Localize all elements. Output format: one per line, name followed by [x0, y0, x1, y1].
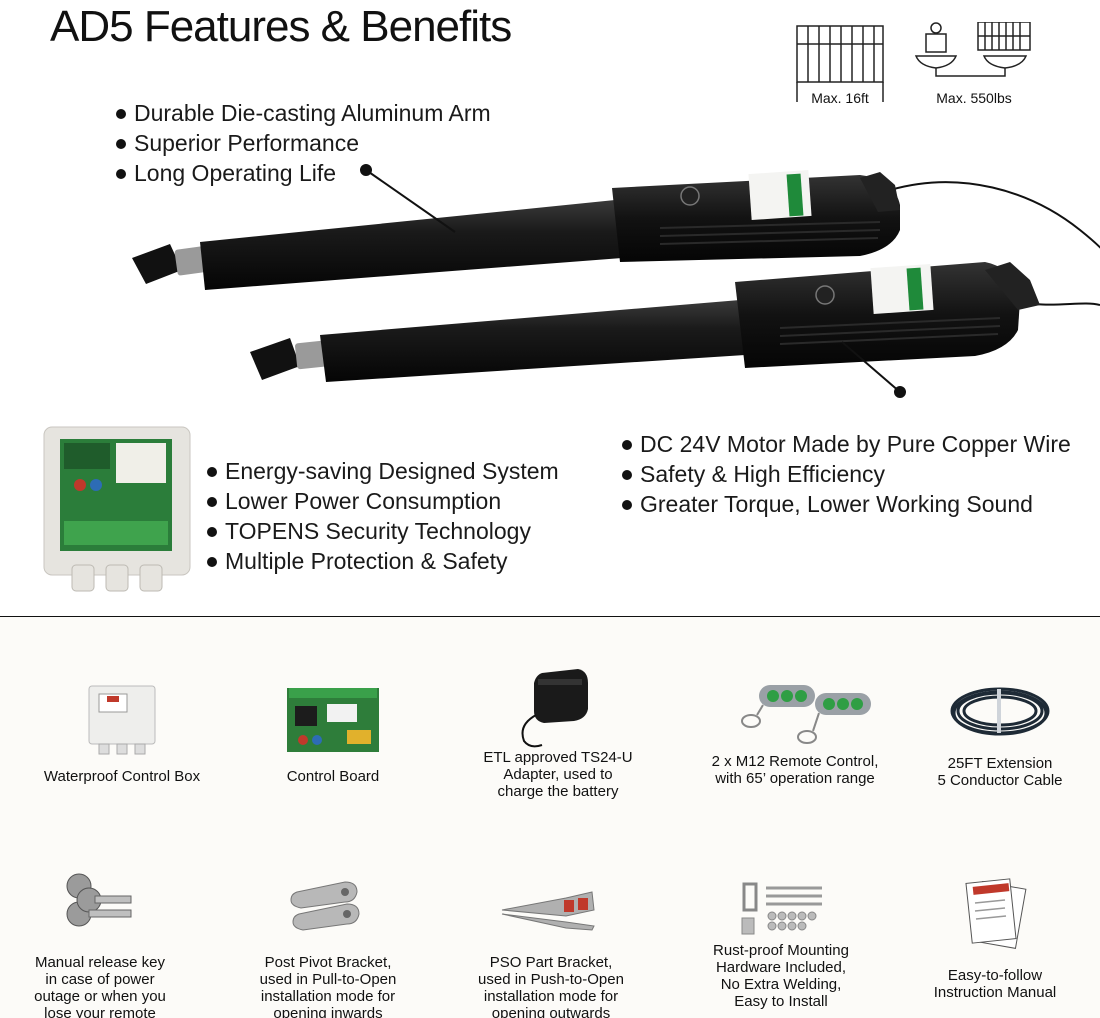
- item-caption: Rust-proof Mounting Hardware Included, N…: [713, 942, 849, 1010]
- arm-feature-list: Durable Die-casting Aluminum Arm Superio…: [114, 98, 491, 188]
- list-item: 2 x M12 Remote Control, with 65’ operati…: [690, 675, 900, 787]
- spec-max-length: Max. 16ft: [785, 22, 895, 106]
- item-caption: 2 x M12 Remote Control, with 65’ operati…: [711, 753, 879, 787]
- spec-weight-label: Max. 550lbs: [936, 90, 1012, 106]
- list-item: Long Operating Life: [114, 158, 491, 188]
- control-box-feature-list: Energy-saving Designed System Lower Powe…: [205, 456, 559, 576]
- list-item: Control Board: [228, 682, 438, 785]
- cable-coil-icon: [950, 687, 1050, 736]
- list-item: Manual release key in case of power outa…: [0, 870, 205, 1018]
- list-item: Rust-proof Mounting Hardware Included, N…: [676, 870, 886, 1010]
- pso-bracket-icon: [501, 891, 595, 931]
- list-item: Multiple Protection & Safety: [205, 546, 559, 576]
- spec-max-weight: Max. 550lbs: [914, 21, 1034, 106]
- list-item: Post Pivot Bracket, used in Pull-to-Open…: [223, 870, 433, 1018]
- package-contents: Waterproof Control Box Control Board ETL…: [0, 617, 1100, 1018]
- control-box-icon: [88, 685, 156, 755]
- control-board-icon: [287, 688, 379, 752]
- item-caption: Waterproof Control Box: [43, 768, 201, 785]
- spec-length-label: Max. 16ft: [811, 90, 869, 106]
- list-item: ETL approved TS24-U Adapter, used to cha…: [453, 665, 663, 800]
- list-item: Safety & High Efficiency: [620, 459, 1071, 489]
- list-item: TOPENS Security Technology: [205, 516, 559, 546]
- page-title: AD5 Features & Benefits: [50, 2, 512, 51]
- list-item: PSO Part Bracket, used in Push-to-Open i…: [446, 870, 656, 1018]
- item-caption: Control Board: [286, 768, 380, 785]
- power-adapter-icon: [521, 669, 588, 748]
- gate-length-icon: [796, 25, 884, 104]
- remote-control-icon: [741, 685, 871, 744]
- item-caption: Manual release key in case of power outa…: [34, 954, 166, 1018]
- list-item: Durable Die-casting Aluminum Arm: [114, 98, 491, 128]
- control-box-photo: [43, 426, 191, 592]
- actuator-lower: [250, 262, 1040, 382]
- list-item: 25FT Extension 5 Conductor Cable: [895, 677, 1100, 789]
- list-item: Energy-saving Designed System: [205, 456, 559, 486]
- instruction-manual-icon: [965, 878, 1027, 949]
- list-item: Superior Performance: [114, 128, 491, 158]
- list-item: DC 24V Motor Made by Pure Copper Wire: [620, 429, 1071, 459]
- item-caption: 25FT Extension 5 Conductor Cable: [937, 755, 1063, 789]
- item-caption: ETL approved TS24-U Adapter, used to cha…: [483, 749, 633, 800]
- list-item: Greater Torque, Lower Working Sound: [620, 489, 1071, 519]
- actuator-upper: [132, 169, 900, 290]
- pivot-bracket-icon: [290, 881, 360, 931]
- list-item: Lower Power Consumption: [205, 486, 559, 516]
- item-caption: Easy-to-follow Instruction Manual: [933, 967, 1057, 1001]
- item-caption: Post Pivot Bracket, used in Pull-to-Open…: [259, 954, 397, 1018]
- gate-opener-actuators-illustration: [132, 164, 1100, 398]
- mounting-hardware-icon: [741, 882, 822, 935]
- gate-weight-scale-icon: [914, 21, 1031, 77]
- motor-feature-list: DC 24V Motor Made by Pure Copper Wire Sa…: [620, 429, 1071, 519]
- item-caption: PSO Part Bracket, used in Push-to-Open i…: [478, 954, 624, 1018]
- list-item: Waterproof Control Box: [17, 682, 227, 785]
- section-divider: [0, 616, 1100, 617]
- list-item: Easy-to-follow Instruction Manual: [890, 875, 1100, 1001]
- release-key-icon: [66, 873, 132, 927]
